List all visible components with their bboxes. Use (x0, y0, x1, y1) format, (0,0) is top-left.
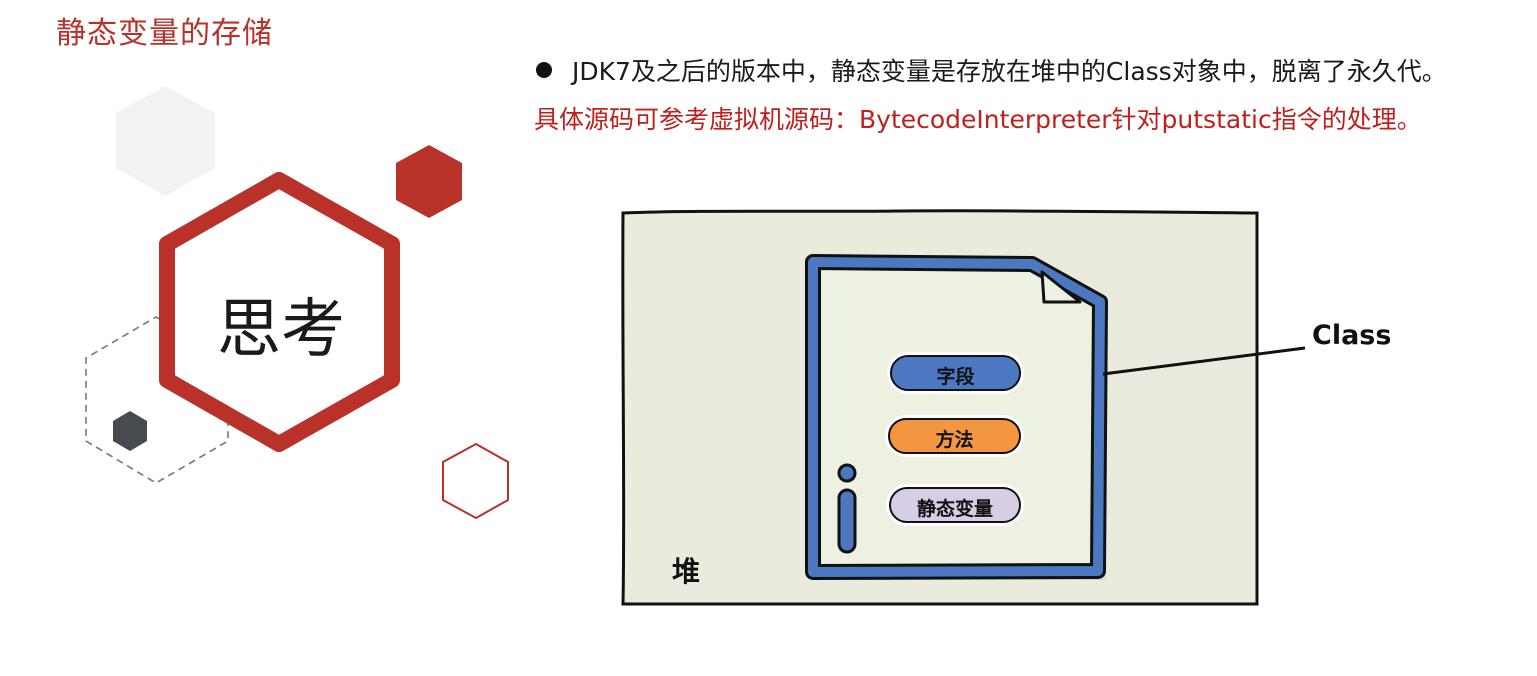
pill-label-fields: 字段 (891, 362, 1020, 389)
pill-label-static-vars: 静态变量 (890, 494, 1020, 521)
info-icon (839, 465, 855, 552)
class-label: Class (1312, 320, 1391, 351)
heap-label: 堆 (672, 550, 700, 590)
pill-label-methods: 方法 (889, 425, 1020, 452)
